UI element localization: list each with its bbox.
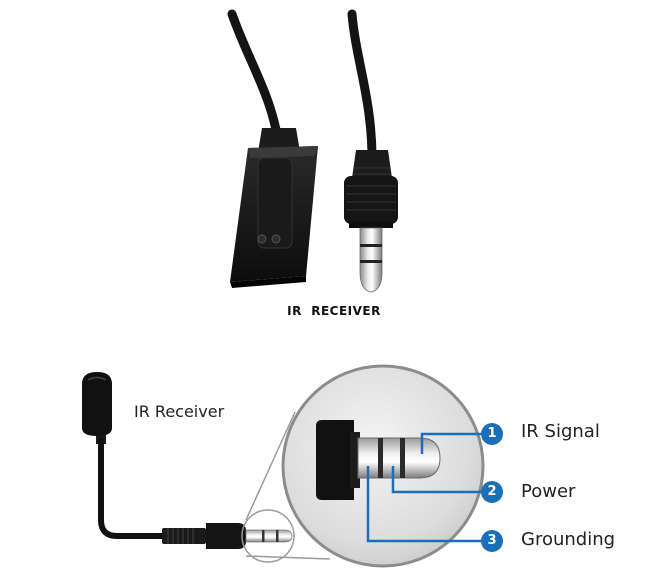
callout-line-ir-signal bbox=[420, 432, 481, 454]
ir-lens-right bbox=[271, 234, 281, 244]
sensor-cable bbox=[227, 9, 283, 145]
audio-plug-photo bbox=[344, 150, 398, 293]
pin-label-ir-signal: IR Signal bbox=[521, 421, 600, 442]
photo-caption: IR RECEIVER bbox=[287, 304, 381, 318]
callout-line-power bbox=[391, 466, 481, 494]
pin-badge-2: 2 bbox=[481, 481, 503, 503]
ir-lens-left bbox=[257, 234, 267, 244]
ir-sensor-box bbox=[230, 146, 318, 288]
pin-label-grounding: Grounding bbox=[521, 529, 616, 550]
pin-label-power: Power bbox=[521, 481, 576, 502]
receiver-photo bbox=[227, 9, 398, 293]
callout-lines bbox=[366, 432, 481, 543]
wiring-diagram bbox=[82, 364, 485, 568]
plug-cable bbox=[347, 9, 377, 163]
pin-badge-1: 1 bbox=[481, 423, 503, 445]
device-label: IR Receiver bbox=[134, 402, 225, 421]
pin-badge-3: 3 bbox=[481, 530, 503, 552]
small-audio-plug bbox=[162, 523, 293, 549]
diagram-cable bbox=[98, 437, 171, 539]
ir-eye-sensor bbox=[82, 372, 112, 444]
callout-line-grounding bbox=[366, 466, 481, 543]
magnified-plug-view bbox=[281, 364, 485, 568]
